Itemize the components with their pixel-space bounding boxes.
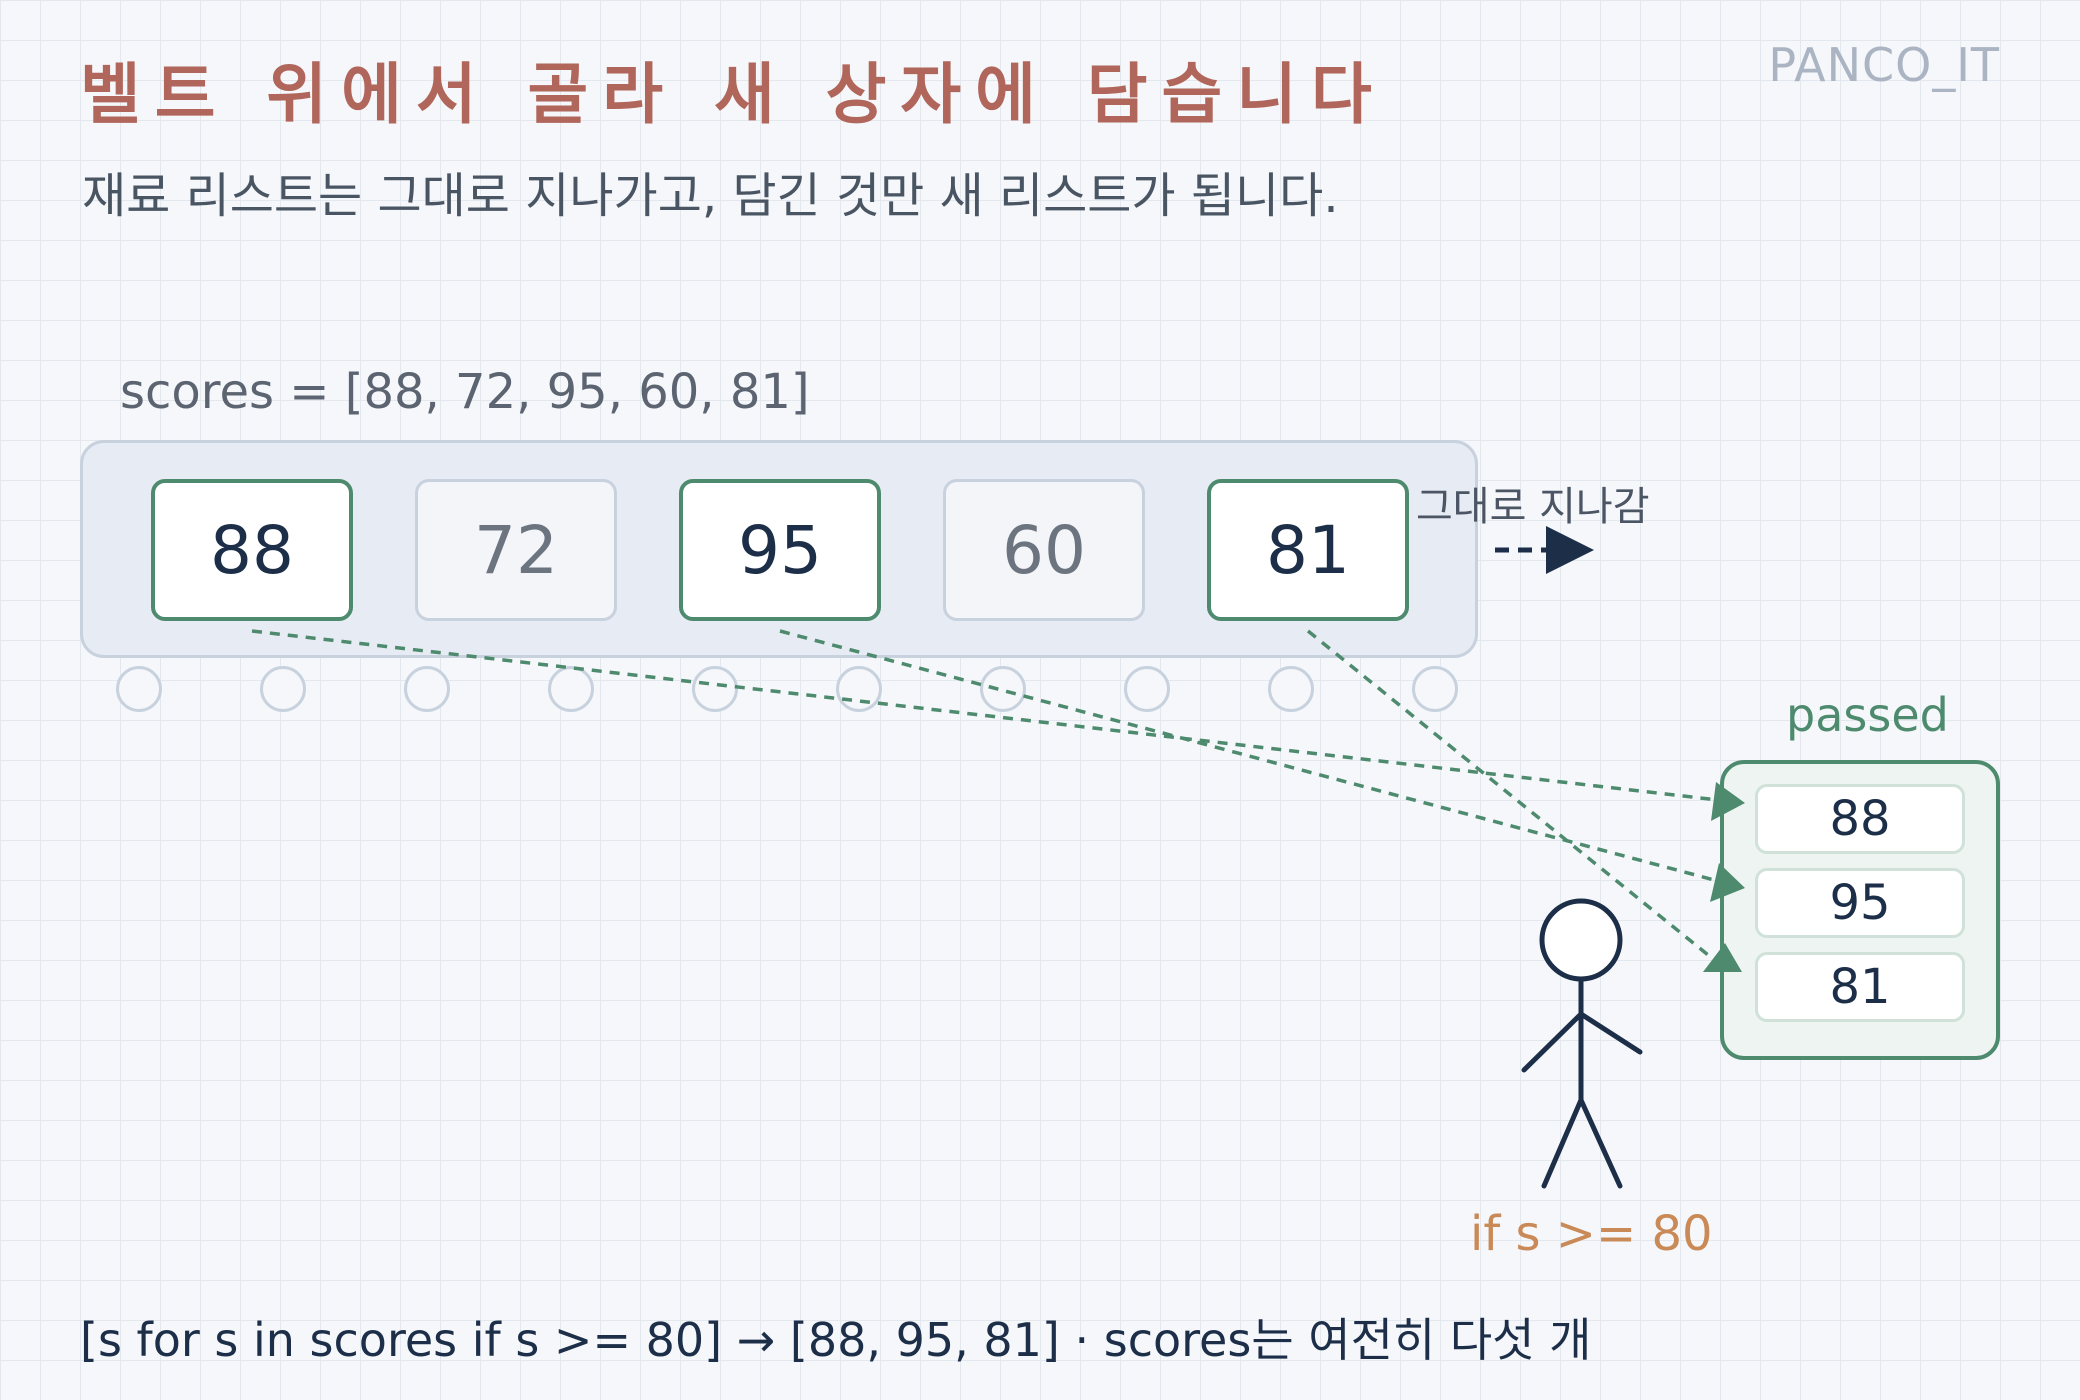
pick-arrow-95	[779, 629, 1719, 883]
source-list-label: scores = [88, 72, 95, 60, 81]	[120, 364, 810, 420]
belt-roller	[1124, 666, 1170, 712]
belt-roller	[1412, 666, 1458, 712]
arrow-head-icon	[1710, 863, 1745, 902]
passed-item-95: 95	[1755, 868, 1965, 938]
belt-roller	[1268, 666, 1314, 712]
pick-arrow-88	[251, 629, 1719, 802]
belt-item-88: 88	[151, 479, 353, 621]
passed-item-81: 81	[1755, 952, 1965, 1022]
belt-item-72: 72	[415, 479, 617, 621]
page-subtitle: 재료 리스트는 그대로 지나가고, 담긴 것만 새 리스트가 됩니다.	[82, 168, 1339, 224]
arrow-head-icon	[1546, 526, 1594, 574]
belt-item-95: 95	[679, 479, 881, 621]
arrow-head-icon	[1711, 782, 1745, 821]
belt-roller	[116, 666, 162, 712]
brand-watermark: PANCO_IT	[1768, 38, 2000, 92]
belt-roller	[980, 666, 1026, 712]
arrow-head-icon	[1703, 943, 1742, 972]
filter-condition-label: if s >= 80	[1470, 1206, 1713, 1262]
page-title: 벨트 위에서 골라 새 상자에 담습니다	[80, 56, 1386, 133]
belt-item-60: 60	[943, 479, 1145, 621]
belt-roller	[692, 666, 738, 712]
belt-roller	[548, 666, 594, 712]
passed-list-label: passed	[1786, 688, 1949, 742]
belt-item-81: 81	[1207, 479, 1409, 621]
passed-item-88: 88	[1755, 784, 1965, 854]
pass-through-arrow	[1495, 526, 1594, 574]
footer-code: [s for s in scores if s >= 80] → [88, 95…	[80, 1313, 1592, 1367]
belt-roller	[260, 666, 306, 712]
belt-roller	[836, 666, 882, 712]
belt-roller	[404, 666, 450, 712]
pick-arrow-81	[1306, 629, 1720, 965]
pass-through-label: 그대로 지나감	[1416, 484, 1650, 530]
stick-figure-icon	[1521, 898, 1643, 1189]
